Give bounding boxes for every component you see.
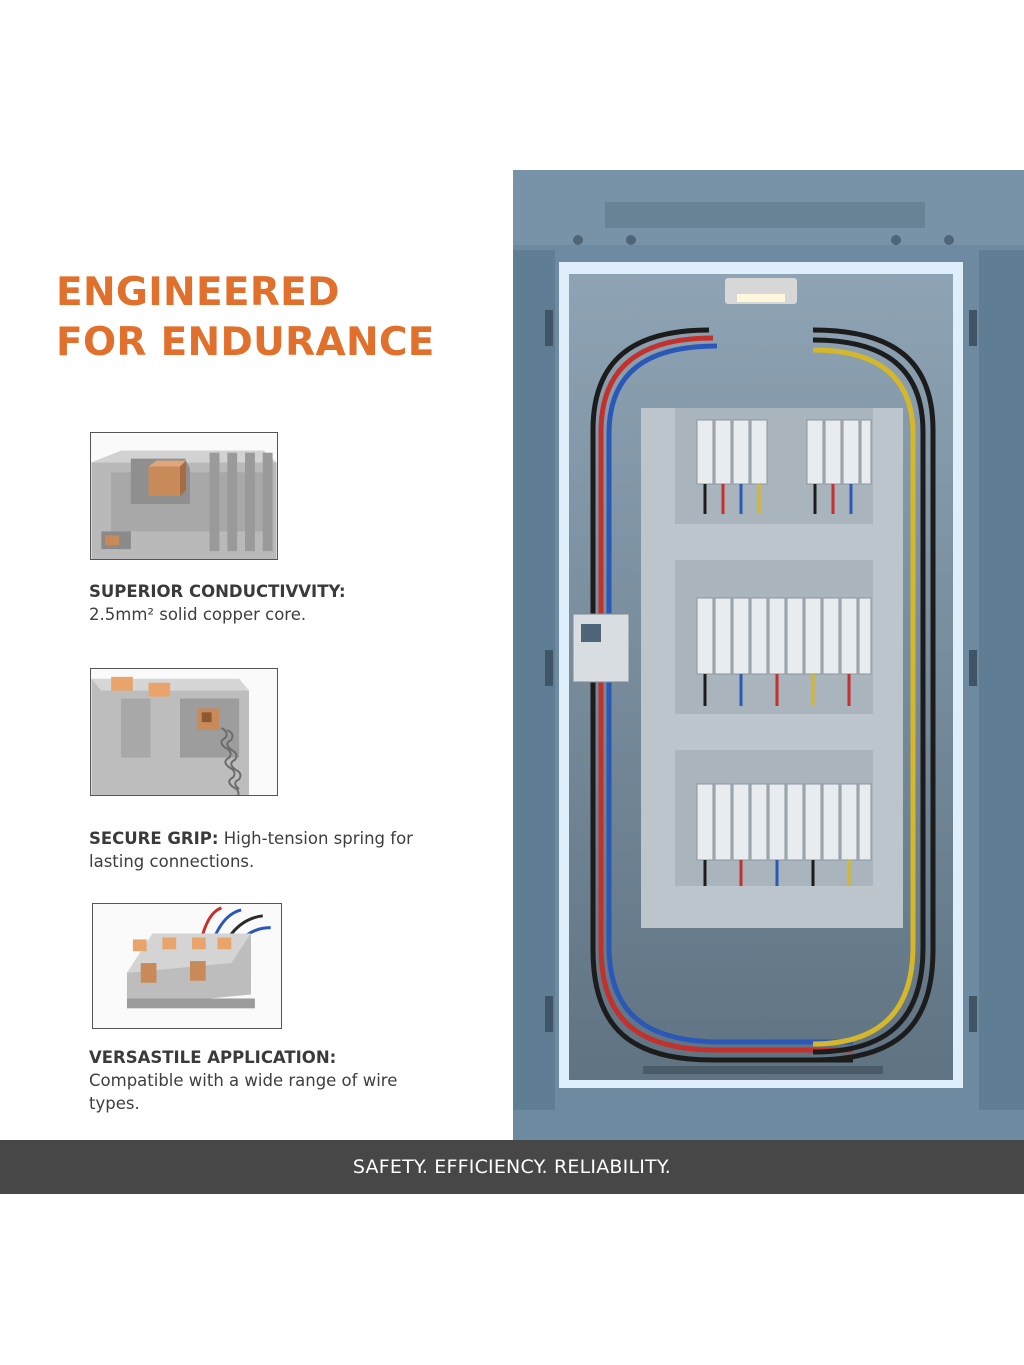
feature-versatile-title: VERSASTILE APPLICATION:	[89, 1048, 337, 1067]
copper-core-terminal-image	[90, 432, 278, 560]
headline-line-1: ENGINEERED	[56, 270, 340, 315]
feature-conductivity-title: SUPERIOR CONDUCTIVVITY:	[89, 582, 346, 601]
headline-line-2: FOR ENDURANCE	[56, 320, 435, 365]
feature-secure-grip-title: SECURE GRIP:	[89, 829, 219, 848]
headline: ENGINEERED FOR ENDURANCE	[56, 268, 496, 368]
electrical-cabinet-image	[513, 170, 1024, 1140]
spring-clamp-image	[90, 668, 278, 796]
feature-versatile: VERSASTILE APPLICATION: Compatible with …	[89, 1046, 419, 1115]
tagline-bar: SAFETY. EFFICIENCY. RELIABILITY.	[0, 1140, 1024, 1194]
feature-versatile-description: Compatible with a wide range of wire typ…	[89, 1071, 398, 1113]
feature-conductivity-description: 2.5mm² solid copper core.	[89, 605, 307, 624]
feature-secure-grip-description: High-tension spring for lasting connecti…	[89, 829, 413, 871]
feature-conductivity: SUPERIOR CONDUCTIVVITY: 2.5mm² solid cop…	[89, 580, 419, 626]
feature-secure-grip: SECURE GRIP: High-tension spring for las…	[89, 827, 419, 873]
wired-terminal-blocks-image	[92, 903, 282, 1029]
